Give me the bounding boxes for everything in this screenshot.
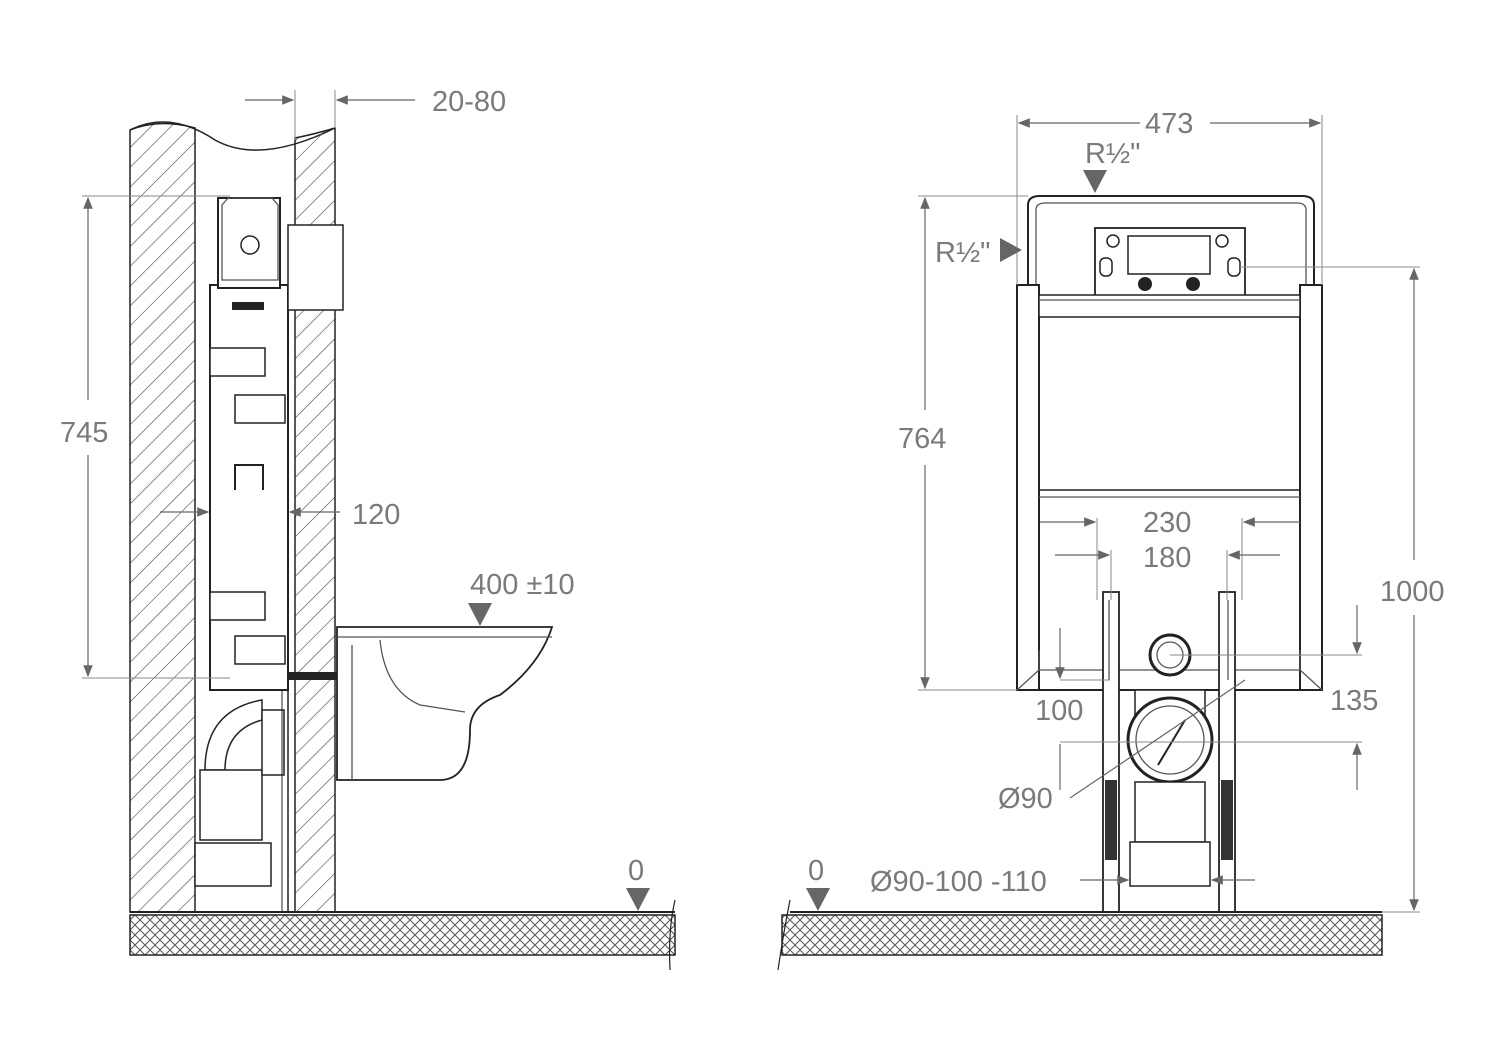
front-dim-inlet-top: R½" bbox=[1085, 138, 1140, 170]
side-dim-bowl-height: 400 ±10 bbox=[470, 569, 575, 601]
front-dim-outlet-offset: 135 bbox=[1330, 685, 1378, 717]
front-dim-total-height: 1000 bbox=[1380, 576, 1445, 608]
front-dim-inlet-side: R½" bbox=[935, 237, 990, 269]
front-dim-width: 473 bbox=[1145, 108, 1193, 140]
frame-side bbox=[194, 197, 353, 912]
floor-side bbox=[129, 914, 676, 956]
front-dim-outlet-diameter: Ø90 bbox=[998, 783, 1053, 815]
side-dim-height: 745 bbox=[60, 417, 108, 449]
front-floor-level: 0 bbox=[808, 855, 824, 887]
front-dim-bolt-outer: 230 bbox=[1143, 507, 1191, 539]
front-wall bbox=[294, 126, 336, 913]
side-floor-level: 0 bbox=[628, 855, 644, 887]
back-wall bbox=[129, 122, 196, 913]
wall-hung-bowl bbox=[336, 626, 554, 781]
front-dim-height: 764 bbox=[898, 423, 946, 455]
front-view: 473 R½" R½" 764 1000 230 180 1 bbox=[777, 108, 1445, 971]
side-view: 20-80 745 120 400 ±10 0 bbox=[60, 86, 676, 971]
floor-front bbox=[781, 914, 1383, 956]
frame-front bbox=[1016, 195, 1323, 913]
front-dim-bolt-inner: 180 bbox=[1143, 542, 1191, 574]
side-dim-depth: 120 bbox=[352, 499, 400, 531]
front-dim-drain-diameter: Ø90-100 -110 bbox=[870, 866, 1047, 898]
front-dim-flush-offset: 100 bbox=[1035, 695, 1083, 727]
side-dim-wall-gap: 20-80 bbox=[432, 86, 506, 118]
